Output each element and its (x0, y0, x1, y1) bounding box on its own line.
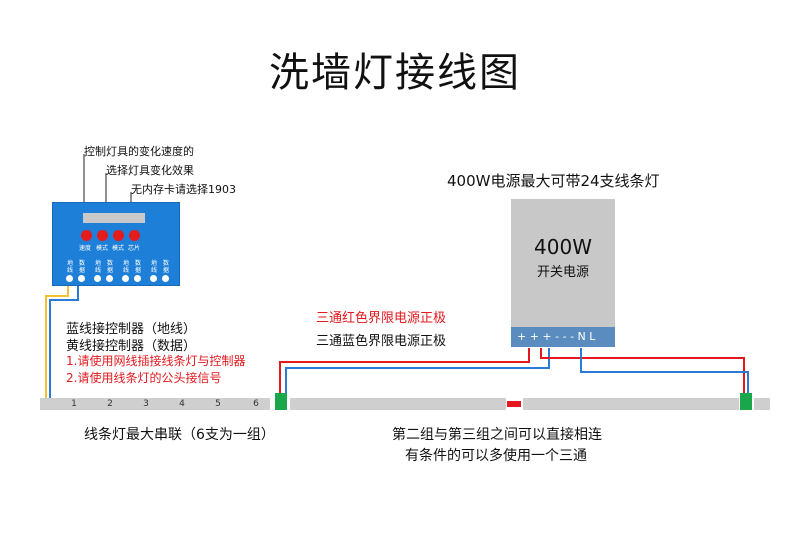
port-7[interactable] (150, 275, 157, 282)
psu-terminals: + + + - - - N L (517, 330, 596, 343)
mode-button-2-label: 模式 (112, 245, 125, 252)
red-note-1: 1.请使用网线插接线条灯与控制器 (66, 354, 246, 368)
red-positive-wire-left (279, 348, 530, 393)
port-label-6: 数据 (134, 260, 141, 274)
light-bar-group-1 (40, 398, 270, 410)
mode-button-1-label: 模式 (96, 245, 109, 252)
red-note-2: 2.请使用线条灯的公头接信号 (66, 371, 222, 385)
controller-note-speed: 控制灯具的变化速度的 (84, 145, 194, 158)
segment-number-4: 4 (179, 399, 185, 409)
chip-button[interactable] (129, 230, 140, 241)
light-bar-group-2 (290, 398, 506, 410)
mode-button-1[interactable] (97, 230, 108, 241)
psu-name: 开关电源 (536, 265, 589, 280)
segment-number-5: 5 (215, 399, 221, 409)
port-4[interactable] (106, 275, 113, 282)
tee-connector-right (740, 393, 752, 410)
controller-note-effect: 选择灯具变化效果 (106, 164, 194, 177)
yellow-wire-note: 黄线接控制器（数据） (66, 339, 197, 354)
segment-number-6: 6 (253, 399, 259, 409)
port-label-5: 地线 (122, 260, 129, 274)
mode-button-2[interactable] (113, 230, 124, 241)
blue-wire-note: 蓝线接控制器（地线） (66, 322, 197, 337)
blue-tee-note: 三通蓝色界限电源正极 (316, 334, 447, 349)
port-label-7: 地线 (150, 260, 157, 274)
red-positive-wire-right (540, 348, 745, 393)
port-label-4: 数据 (106, 260, 113, 274)
port-1[interactable] (66, 275, 73, 282)
psu-terminal-block: + + + - - - N L (511, 327, 615, 347)
group-junction (507, 401, 521, 407)
segment-number-1: 1 (71, 399, 77, 409)
psu-heading: 400W电源最大可带24支线条灯 (447, 172, 660, 190)
series-caption: 线条灯最大串联（6支为一组） (84, 427, 275, 443)
speed-button-label: 速度 (79, 245, 92, 252)
extra-tee-caption: 有条件的可以多使用一个三通 (405, 448, 587, 464)
sd-card-slot (83, 213, 145, 223)
segment-number-3: 3 (143, 399, 149, 409)
led-controller: 速度 模式 模式 芯片 地线 数据 地线 数据 地线 数据 地线 数据 (52, 202, 180, 286)
port-8[interactable] (162, 275, 169, 282)
port-2[interactable] (78, 275, 85, 282)
controller-note-chip: 无内存卡请选择1903 (131, 183, 236, 196)
light-bar-group-4 (754, 398, 770, 410)
port-label-1: 地线 (66, 260, 73, 274)
port-3[interactable] (94, 275, 101, 282)
port-label-8: 数据 (162, 260, 169, 274)
port-5[interactable] (122, 275, 129, 282)
port-6[interactable] (134, 275, 141, 282)
chip-button-label: 芯片 (128, 245, 141, 252)
segment-number-2: 2 (107, 399, 113, 409)
psu-rating: 400W (534, 235, 592, 259)
power-supply: 400W 开关电源 (511, 199, 615, 327)
tee-connector-left (275, 393, 287, 410)
group-connect-caption: 第二组与第三组之间可以直接相连 (392, 427, 602, 443)
speed-button[interactable] (81, 230, 92, 241)
port-label-2: 数据 (78, 260, 85, 274)
blue-negative-wire-right (580, 348, 749, 393)
light-bar-group-3 (523, 398, 739, 410)
red-tee-note: 三通红色界限电源正极 (316, 311, 447, 326)
port-label-3: 地线 (94, 260, 101, 274)
blue-negative-wire-left (285, 348, 550, 393)
page-title: 洗墙灯接线图 (269, 50, 521, 96)
